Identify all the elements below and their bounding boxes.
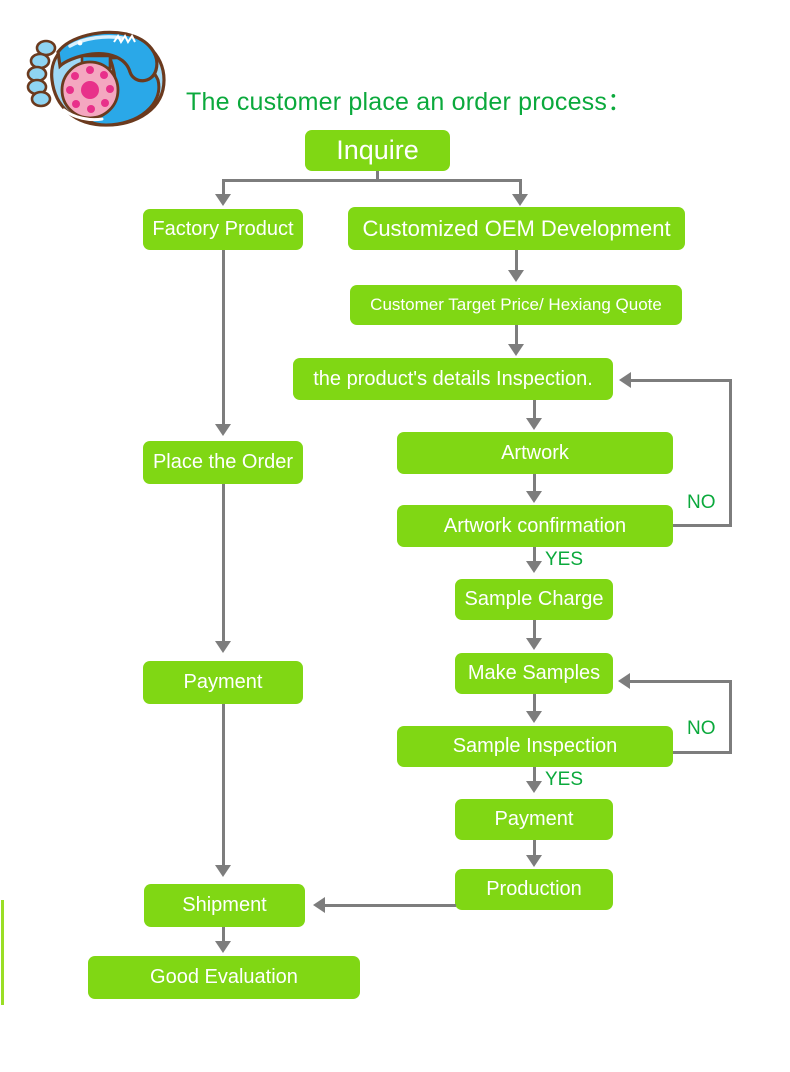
node-payment-left-label: Payment	[183, 671, 263, 693]
connector-inquire-bus	[222, 179, 522, 182]
telephone-icon	[18, 18, 178, 138]
arrowhead-payment-to-production	[526, 855, 542, 867]
arrowhead-charge-to-make	[526, 638, 542, 650]
node-artwork-confirmation[interactable]: Artwork confirmation	[397, 505, 673, 547]
page-title: The customer place an order process：	[186, 88, 633, 116]
connector-artwork-to-confirmation	[533, 474, 536, 493]
arrowhead-target-price-to-inspection	[508, 344, 524, 356]
arrowhead-inquire-to-oem	[512, 194, 528, 206]
arrowhead-place-order-to-payment	[215, 641, 231, 653]
arrowhead-shipment-to-evaluation	[215, 941, 231, 953]
connector-inquire-to-factory	[222, 179, 225, 196]
connector-no-loop1-return	[631, 379, 731, 382]
node-sample-charge-label: Sample Charge	[464, 588, 604, 610]
node-customer-target-price-label: Customer Target Price/ Hexiang Quote	[370, 295, 662, 315]
node-place-the-order-label: Place the Order	[152, 451, 294, 473]
branch-label-yes-artwork: YES	[545, 549, 584, 570]
node-customer-target-price[interactable]: Customer Target Price/ Hexiang Quote	[350, 285, 682, 325]
connector-inspection-to-artwork	[533, 400, 536, 420]
node-artwork[interactable]: Artwork	[397, 432, 673, 474]
node-artwork-confirmation-label: Artwork confirmation	[443, 514, 627, 537]
arrowhead-factory-to-place-order	[215, 424, 231, 436]
arrowhead-artwork-to-confirmation	[526, 491, 542, 503]
left-accent-stripe	[1, 900, 4, 1005]
node-shipment-label: Shipment	[182, 894, 267, 916]
arrowhead-inspection-to-artwork	[526, 418, 542, 430]
node-production[interactable]: Production	[455, 869, 613, 910]
connector-charge-to-make	[533, 620, 536, 640]
connector-inquire-to-oem	[519, 179, 522, 196]
node-production-label: Production	[486, 878, 582, 900]
connector-no-loop2-return	[630, 680, 731, 683]
branch-label-no-artwork: NO	[687, 492, 716, 513]
connector-no-loop2-out	[673, 751, 732, 754]
node-payment-right-label: Payment	[494, 808, 574, 830]
node-artwork-label: Artwork	[501, 441, 569, 464]
arrowhead-yes-sample	[526, 781, 542, 793]
arrowhead-make-to-inspection	[526, 711, 542, 723]
connector-inquire-stem	[376, 171, 379, 181]
node-details-inspection[interactable]: the product's details Inspection.	[293, 358, 613, 400]
connector-place-order-to-payment	[222, 484, 225, 643]
branch-label-yes-sample: YES	[545, 769, 584, 790]
arrowhead-oem-to-target-price	[508, 270, 524, 282]
connector-yes-sample	[533, 767, 536, 783]
connector-no-loop1-riser	[729, 379, 732, 527]
node-sample-charge[interactable]: Sample Charge	[455, 579, 613, 620]
connector-no-loop2-riser	[729, 680, 732, 754]
arrowhead-no-loop2	[618, 673, 630, 689]
connector-payment-to-production	[533, 840, 536, 857]
node-factory-product-label: Factory Product	[152, 218, 294, 240]
node-payment-left[interactable]: Payment	[143, 661, 303, 704]
node-make-samples-label: Make Samples	[467, 662, 601, 684]
node-shipment[interactable]: Shipment	[144, 884, 305, 927]
arrowhead-inquire-to-factory	[215, 194, 231, 206]
node-sample-inspection[interactable]: Sample Inspection	[397, 726, 673, 767]
node-make-samples[interactable]: Make Samples	[455, 653, 613, 694]
connector-no-loop1-out	[673, 524, 732, 527]
arrowhead-no-loop1	[619, 372, 631, 388]
connector-make-to-inspection	[533, 694, 536, 713]
node-customized-oem-development-label: Customized OEM Development	[362, 215, 671, 241]
node-details-inspection-label: the product's details Inspection.	[313, 367, 593, 390]
branch-label-no-sample: NO	[687, 718, 716, 739]
connector-oem-to-target-price	[515, 250, 518, 272]
node-good-evaluation-label: Good Evaluation	[150, 966, 298, 988]
arrowhead-yes-artwork	[526, 561, 542, 573]
connector-shipment-to-evaluation	[222, 927, 225, 943]
node-payment-right[interactable]: Payment	[455, 799, 613, 840]
node-good-evaluation[interactable]: Good Evaluation	[88, 956, 360, 999]
node-customized-oem-development[interactable]: Customized OEM Development	[348, 207, 685, 250]
connector-yes-artwork	[533, 547, 536, 563]
connector-payment-to-shipment	[222, 704, 225, 867]
connector-production-to-shipment	[325, 904, 456, 907]
node-place-the-order[interactable]: Place the Order	[143, 441, 303, 484]
arrowhead-production-to-shipment	[313, 897, 325, 913]
node-sample-inspection-label: Sample Inspection	[452, 735, 618, 757]
node-inquire-label: Inquire	[336, 135, 419, 166]
connector-target-price-to-inspection	[515, 325, 518, 346]
node-factory-product[interactable]: Factory Product	[143, 209, 303, 250]
arrowhead-payment-to-shipment	[215, 865, 231, 877]
connector-factory-to-place-order	[222, 250, 225, 426]
node-inquire[interactable]: Inquire	[305, 130, 450, 171]
